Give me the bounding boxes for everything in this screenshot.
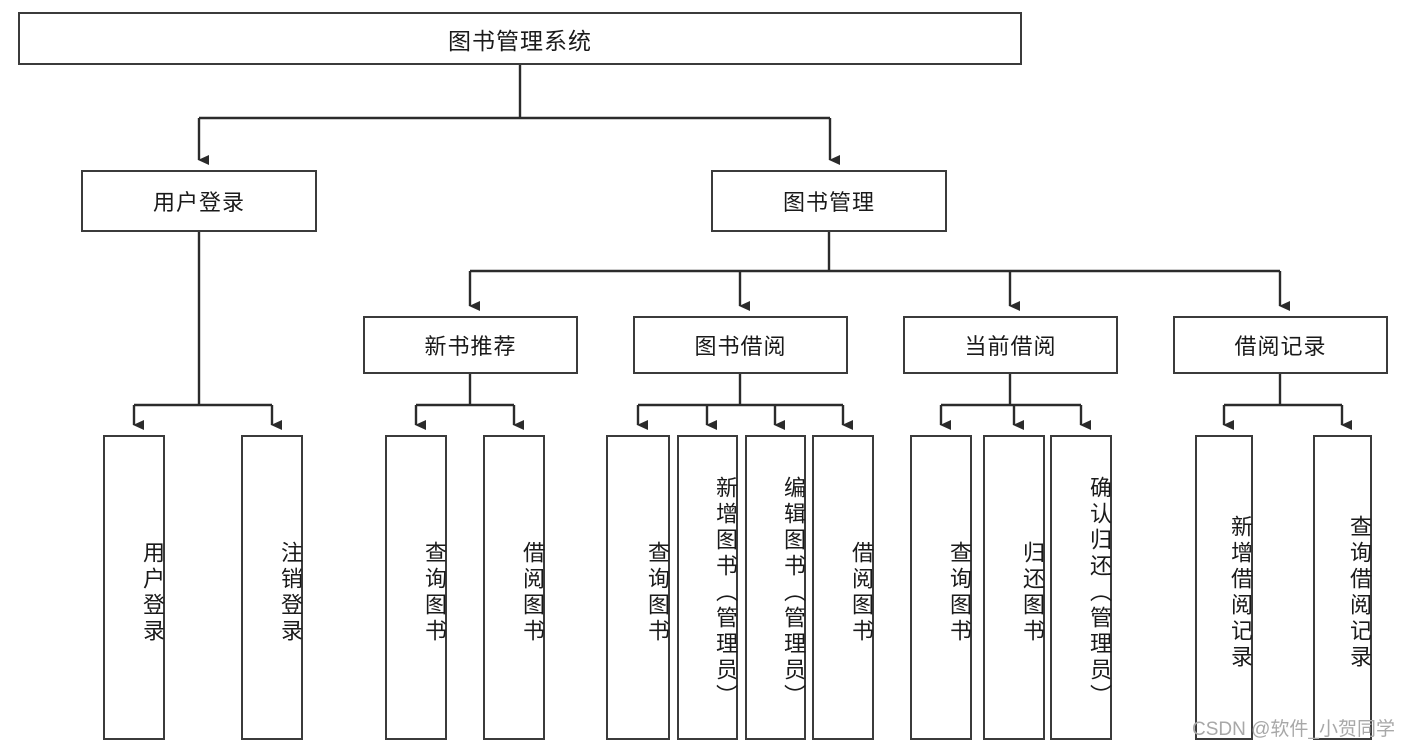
leaf-query-book-borrow[interactable]: 查询图书 (606, 435, 670, 740)
node-borrow-record[interactable]: 借阅记录 (1173, 316, 1388, 374)
leaf-add-borrow-record[interactable]: 新增借阅记录 (1195, 435, 1253, 740)
node-user-login[interactable]: 用户登录 (81, 170, 317, 232)
node-root-system[interactable]: 图书管理系统 (18, 12, 1022, 65)
node-book-borrow[interactable]: 图书借阅 (633, 316, 848, 374)
leaf-logout[interactable]: 注销登录 (241, 435, 303, 740)
leaf-return-book[interactable]: 归还图书 (983, 435, 1045, 740)
leaf-borrow-book[interactable]: 借阅图书 (812, 435, 874, 740)
leaf-query-book-recommend[interactable]: 查询图书 (385, 435, 447, 740)
node-book-management[interactable]: 图书管理 (711, 170, 947, 232)
leaf-query-borrow-record[interactable]: 查询借阅记录 (1313, 435, 1372, 740)
leaf-query-book-current[interactable]: 查询图书 (910, 435, 972, 740)
leaf-confirm-return-admin[interactable]: 确认归还（管理员） (1050, 435, 1112, 740)
leaf-add-book-admin[interactable]: 新增图书（管理员） (677, 435, 738, 740)
watermark-text: CSDN @软件_小贺同学 (1192, 719, 1395, 740)
node-current-borrow[interactable]: 当前借阅 (903, 316, 1118, 374)
node-new-book-recommend[interactable]: 新书推荐 (363, 316, 578, 374)
leaf-borrow-book-recommend[interactable]: 借阅图书 (483, 435, 545, 740)
leaf-edit-book-admin[interactable]: 编辑图书（管理员） (745, 435, 806, 740)
leaf-user-login[interactable]: 用户登录 (103, 435, 165, 740)
